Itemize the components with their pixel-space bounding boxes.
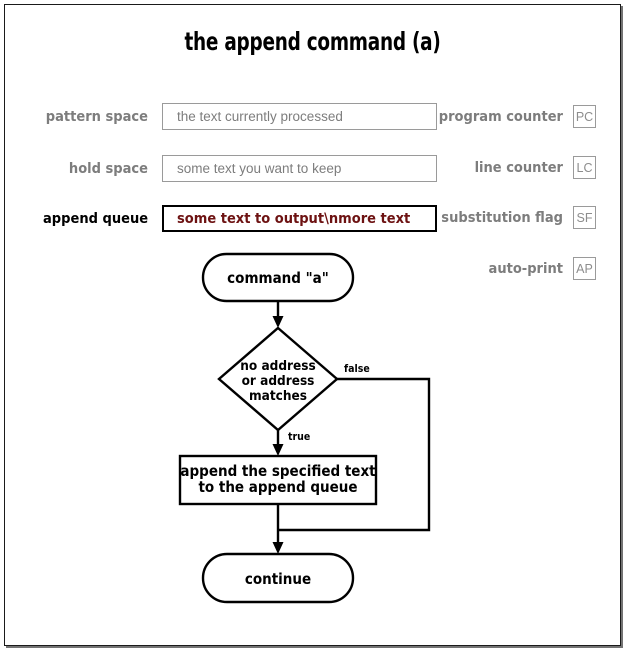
state-row-append-queue: append queue some text to output\nmore t… <box>43 205 437 232</box>
label-hold-space: hold space <box>68 160 148 177</box>
flowchart: command "a" no address or address matche… <box>178 252 431 604</box>
flow-node-process[interactable] <box>178 454 378 506</box>
badge-program-counter[interactable]: PC <box>573 105 596 128</box>
value-append-queue[interactable]: some text to output\nmore text <box>162 205 437 232</box>
register-row-substitution-flag: substitution flag SF <box>441 206 596 229</box>
flow-node-decision[interactable] <box>217 326 339 432</box>
label-substitution-flag: substitution flag <box>441 209 563 226</box>
value-pattern-space[interactable]: the text currently processed <box>162 103 437 130</box>
page-title: the append command (a) <box>184 27 441 56</box>
state-row-pattern-space: pattern space the text currently process… <box>43 103 437 130</box>
flow-node-process-line2: to the append queue <box>198 478 357 496</box>
badge-auto-print[interactable]: AP <box>573 257 596 280</box>
arrowhead-start-to-decision <box>272 316 284 328</box>
value-hold-space[interactable]: some text you want to keep <box>162 155 437 182</box>
flow-node-end-label: continue <box>245 570 311 588</box>
edge-label-false: false <box>344 363 370 375</box>
register-row-program-counter: program counter PC <box>439 105 596 128</box>
flow-node-decision-line3: matches <box>249 388 307 404</box>
flow-node-process-line1: append the specified text <box>180 462 376 480</box>
edge-false-branch <box>278 377 431 532</box>
flow-node-end[interactable] <box>201 552 355 604</box>
flow-node-start[interactable] <box>201 252 355 303</box>
label-line-counter: line counter <box>474 159 563 176</box>
edge-label-true: true <box>288 431 310 443</box>
flow-node-start-label: command "a" <box>227 269 329 287</box>
label-program-counter: program counter <box>438 108 563 125</box>
state-row-hold-space: hold space some text you want to keep <box>43 155 437 182</box>
label-auto-print: auto-print <box>488 260 563 277</box>
label-append-queue: append queue <box>43 210 149 227</box>
register-row-auto-print: auto-print AP <box>489 257 596 280</box>
arrowhead-true-to-process <box>272 444 284 456</box>
label-pattern-space: pattern space <box>45 108 148 125</box>
register-row-line-counter: line counter LC <box>475 156 596 179</box>
flow-node-decision-line2: or address <box>242 373 315 389</box>
flow-node-decision-line1: no address <box>240 358 316 374</box>
badge-line-counter[interactable]: LC <box>573 156 596 179</box>
diagram-frame: the append command (a) pattern space the… <box>4 4 621 646</box>
badge-substitution-flag[interactable]: SF <box>573 206 596 229</box>
arrowhead-to-end <box>272 542 284 554</box>
